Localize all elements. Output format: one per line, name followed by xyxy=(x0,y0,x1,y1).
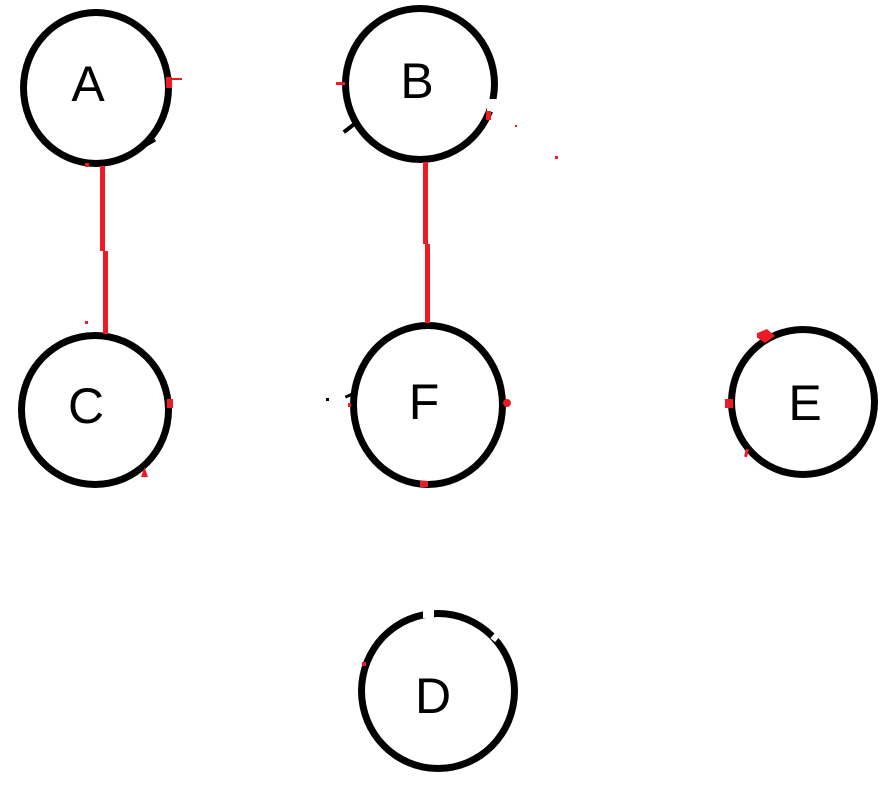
black-dot-left-of-f xyxy=(326,398,329,401)
red-tick-b-right xyxy=(486,111,491,120)
node-F: F xyxy=(350,322,506,488)
red-dot-f-left xyxy=(348,403,351,407)
red-dot-c-top xyxy=(85,321,88,324)
node-label-E: E xyxy=(788,375,822,431)
node-A: A xyxy=(20,9,172,167)
red-dash-f-bottom xyxy=(420,481,428,487)
red-dot-far-right xyxy=(555,156,558,159)
node-label-A: A xyxy=(71,56,105,112)
red-line-a-right xyxy=(171,78,182,80)
stroke-gap-d-top xyxy=(423,605,434,618)
red-square-e-left xyxy=(725,399,733,408)
edge-a-c xyxy=(103,251,108,334)
edge-a-c xyxy=(100,166,105,251)
node-label-D: D xyxy=(414,668,452,724)
node-label-B: B xyxy=(400,53,434,109)
red-tick-c-right xyxy=(167,399,173,408)
edge-b-f xyxy=(425,244,430,323)
node-label-C: C xyxy=(67,378,105,434)
stroke-gap-b-right xyxy=(487,99,499,112)
node-E: E xyxy=(728,326,878,478)
node-D: D xyxy=(358,610,518,772)
red-dot-f-right xyxy=(503,399,511,407)
red-dot-b-right xyxy=(515,125,517,127)
red-arrow-c-bottom xyxy=(141,467,148,477)
node-label-F: F xyxy=(408,374,440,430)
red-dash-b-left xyxy=(336,82,345,85)
red-dot-a-bottom xyxy=(85,163,89,167)
red-tick-a-right xyxy=(166,77,172,88)
edge-b-f xyxy=(423,162,428,244)
red-dot-d-left xyxy=(362,662,366,666)
node-C: C xyxy=(18,332,172,488)
node-B: B xyxy=(342,5,498,163)
